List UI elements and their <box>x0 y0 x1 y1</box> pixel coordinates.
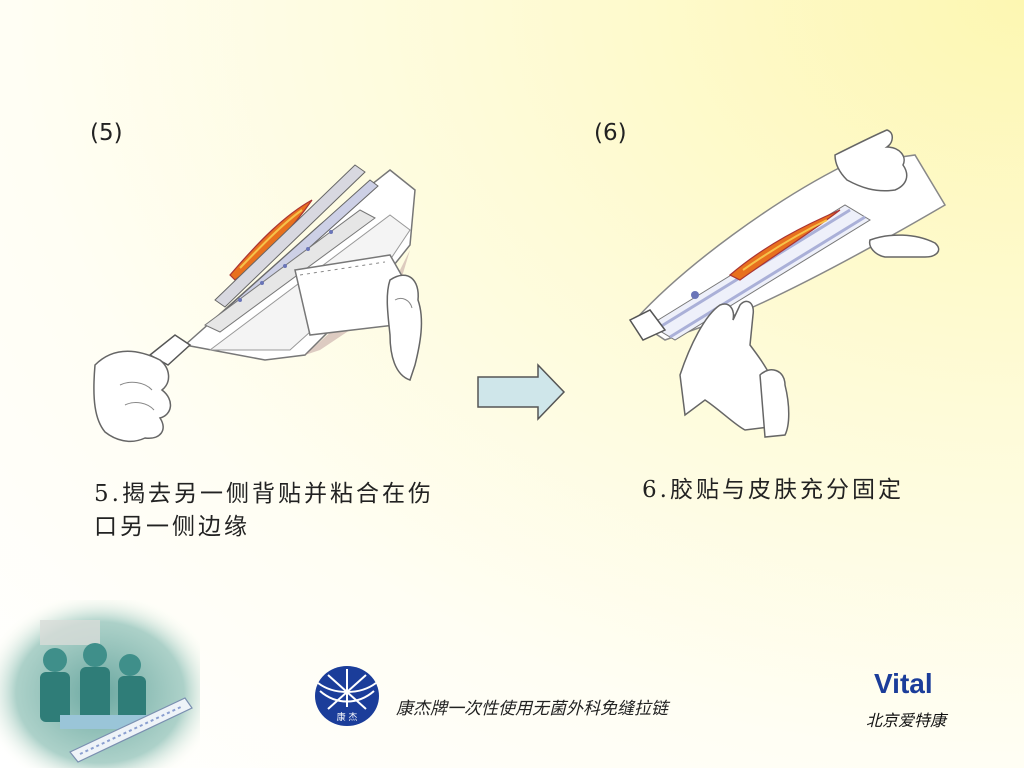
step-6-illustration <box>628 129 947 438</box>
step-5-caption-line-2: 口另一侧边缘 <box>94 514 250 540</box>
brand-logo-text: Vital <box>874 668 933 699</box>
step-5-illustration <box>93 164 423 443</box>
step-5-label: (5) <box>90 120 123 146</box>
step-5-caption: 5.揭去另一侧背贴并粘合在伤 口另一侧边缘 <box>94 478 474 544</box>
step-5-caption-line-1: 5.揭去另一侧背贴并粘合在伤 <box>94 481 434 507</box>
right-arrow-icon <box>477 363 566 421</box>
product-title: 康杰牌一次性使用无菌外科免缝拉链 <box>396 699 668 719</box>
kangjie-logo: 康 杰 <box>315 666 379 726</box>
brand-subtitle: 北京爱特康 <box>866 711 947 730</box>
surgery-photo-image <box>0 600 200 768</box>
step-6-caption: 6.胶贴与皮肤充分固定 <box>642 477 904 503</box>
step-6-label: (6) <box>594 120 627 146</box>
logo-text: 康 杰 <box>337 711 358 723</box>
